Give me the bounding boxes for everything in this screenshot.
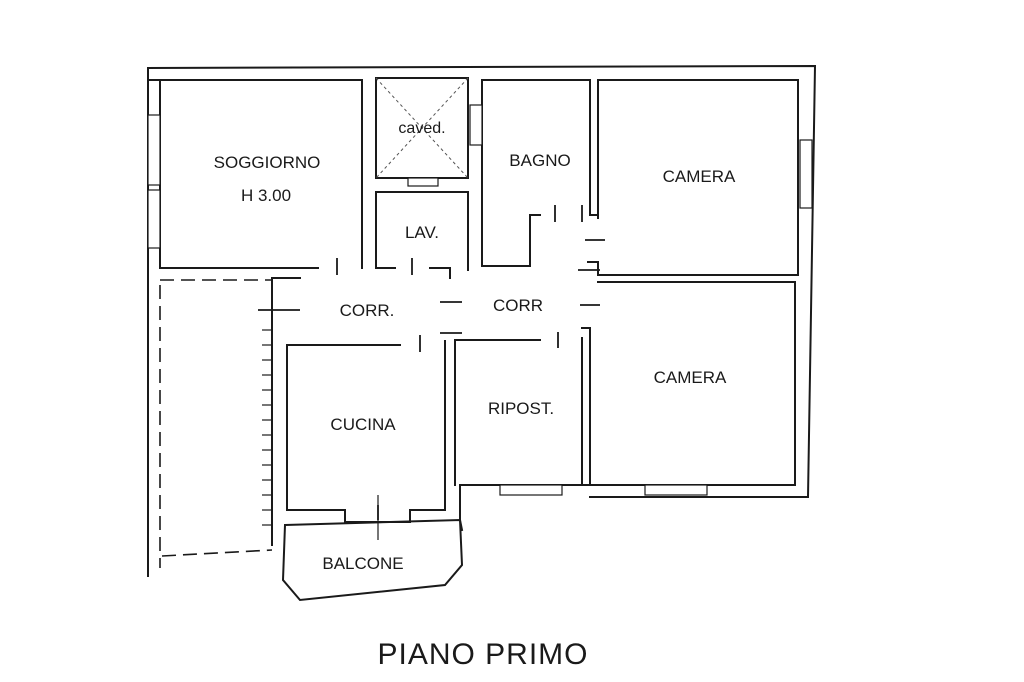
door-marks [258,205,605,520]
room-height-soggiorno: H 3.00 [240,186,292,205]
camera-1-walls [587,79,799,276]
cucina-walls [286,340,446,511]
ripost-walls [454,337,583,486]
floor-title: PIANO PRIMO [377,638,589,671]
soggiorno-window-upper [147,114,161,186]
room-label-soggiorno: SOGGIORNO [213,153,321,172]
soggiorno-window-lower [147,189,161,249]
room-label-camera-1: CAMERA [662,167,736,186]
room-label-bagno: BAGNO [509,151,571,170]
camera-2-window [644,484,708,496]
balcone-outline [281,518,464,602]
room-label-balcone: BALCONE [322,554,404,573]
stair-ticks [262,329,272,526]
room-label-ripostiglio: RIPOST. [487,399,555,418]
camera-2-walls [581,281,796,486]
room-label-cavedio: caved. [398,120,446,137]
room-label-cucina: CUCINA [330,415,396,434]
lav-walls [375,191,469,279]
bagno-walls [481,79,599,267]
ripost-window [499,484,563,496]
room-label-lav: LAV. [404,223,440,242]
soggiorno-walls [159,79,363,269]
room-label-corr-2: CORR [492,296,544,315]
room-label-camera-2: CAMERA [653,368,727,387]
room-label-corr-1: CORR. [339,301,395,320]
dashed-boundary [159,279,273,568]
